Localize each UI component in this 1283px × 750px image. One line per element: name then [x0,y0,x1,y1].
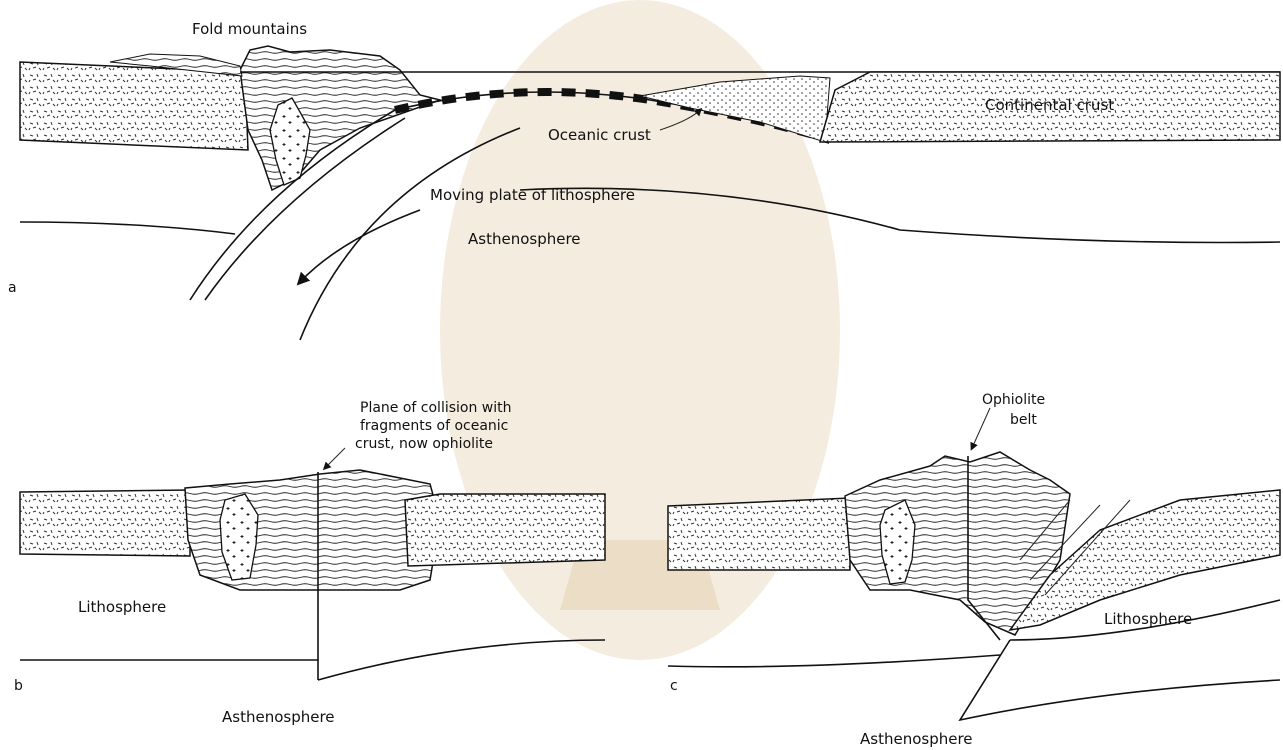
label-lithosphere-b: Lithosphere [78,598,166,616]
label-asthenosphere-b: Asthenosphere [222,708,335,726]
label-ophiolite-1: Ophiolite [982,392,1045,408]
continental-crust-left-c [668,498,850,570]
label-moving-plate: Moving plate of lithosphere [430,186,635,204]
label-collision-2: fragments of oceanic [360,418,508,434]
continental-crust-left-a [20,62,248,150]
label-collision-3: crust, now ophiolite [355,436,493,452]
collision-pointer [325,448,345,468]
panel-letter-a: a [8,280,17,296]
lithosphere-base-left-a [20,222,235,234]
panel-letter-b: b [14,678,23,694]
label-asthenosphere-c: Asthenosphere [860,730,973,748]
label-continental-crust: Continental crust [985,96,1114,114]
ophiolite-pointer [972,408,990,448]
label-oceanic-crust: Oceanic crust [548,126,651,144]
label-fold-mountains: Fold mountains [192,20,307,38]
fold-mountains-block [240,46,440,190]
plate-motion-arrow [300,210,420,282]
lithosphere-base-right-b [318,640,605,680]
panel-letter-c: c [670,678,678,694]
label-lithosphere-c: Lithosphere [1104,610,1192,628]
label-ophiolite-2: belt [1010,412,1037,428]
continental-crust-right-b [405,494,605,566]
lithosphere-base-left-c [668,655,1000,667]
continental-crust-left-b [20,490,190,556]
slab-c [960,640,1280,720]
label-asthenosphere-a: Asthenosphere [468,230,581,248]
label-collision-1: Plane of collision with [360,400,512,416]
